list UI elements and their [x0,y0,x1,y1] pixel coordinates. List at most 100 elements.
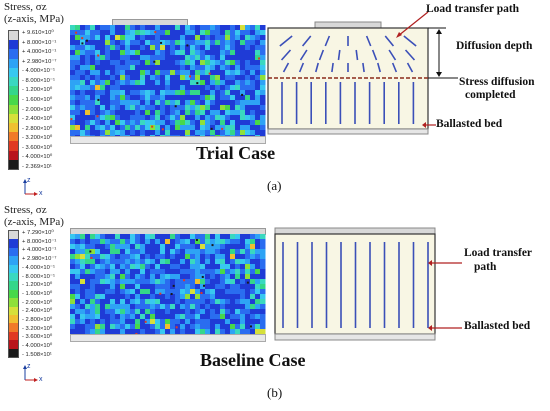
fem-cell [70,115,76,121]
fem-cell [205,85,211,91]
fem-cell [115,110,121,116]
fem-cell [190,130,196,136]
fem-cell [260,254,266,260]
fem-cell [210,244,216,250]
fem-cell [140,314,146,320]
fem-cell [145,279,151,285]
fem-cell [145,289,151,295]
fem-cell [235,329,241,335]
fem-cell [140,110,146,116]
fem-cell [130,100,136,106]
fem-cell [140,254,146,260]
fem-cell [125,95,131,101]
fem-cell [205,90,211,96]
case-title-trial: Trial Case [196,143,276,163]
fem-cell [225,30,231,36]
fem-cell [100,90,106,96]
fem-cell [260,120,266,126]
legend-label: - 1.600×10⁰ [22,290,53,297]
fem-cell [160,239,166,245]
fem-cell [130,279,136,285]
fem-cell [230,125,236,131]
fem-cell [110,289,116,295]
fem-cell [245,314,251,320]
fem-cell [180,244,186,250]
fem-spot [70,118,73,121]
fem-cell [80,274,86,280]
fem-cell [70,70,76,76]
fem-cell [150,95,156,101]
fem-cell [220,249,226,255]
fem-cell [75,80,81,86]
fem-cell [90,120,96,126]
fem-cell [135,45,141,51]
fem-cell [260,50,266,56]
fem-cell [150,35,156,41]
fem-cell [215,269,221,275]
fem-cell [235,105,241,111]
fem-cell [85,40,91,46]
fem-cell [75,279,81,285]
fem-cell [175,100,181,106]
fem-cell [175,105,181,111]
fem-cell [235,25,241,31]
fem-spot [188,75,191,78]
fem-cell [110,55,116,61]
fem-cell [135,299,141,305]
fem-cell [110,254,116,260]
fem-cell [165,324,171,330]
fem-cell [225,105,231,111]
fem-cell [200,299,206,305]
fem-cell [165,130,171,136]
fem-cell [170,30,176,36]
fem-cell [215,60,221,66]
fem-cell [175,264,181,270]
fem-cell [240,105,246,111]
fem-cell [105,60,111,66]
fem-cell [185,130,191,136]
fem-cell [185,40,191,46]
legend-label: + 7.290×10⁰ [22,230,54,236]
fem-cell [75,264,81,270]
schematic-trial [267,11,458,135]
fem-cell [135,55,141,61]
fem-cell [220,274,226,280]
fem-cell [175,75,181,81]
fem-cell [185,329,191,335]
fem-cell [85,80,91,86]
fem-cell [225,55,231,61]
fem-cell [125,110,131,116]
fem-cell [185,314,191,320]
fem-cell [85,264,91,270]
fem-cell [250,95,256,101]
fem-cell [195,329,201,335]
fem-cell [145,105,151,111]
fem-cell [220,60,226,66]
legend-title-baseline: Stress, σz (z-axis, MPa) [4,204,64,228]
fem-cell [240,65,246,71]
fem-cell [115,115,121,121]
fem-cell [165,115,171,121]
fem-cell [230,249,236,255]
fem-cell [150,294,156,300]
fem-cell [250,269,256,275]
fem-cell [100,55,106,61]
fem-cell [95,90,101,96]
fem-cell [140,25,146,31]
fem-cell [95,274,101,280]
fem-cell [160,289,166,295]
fem-cell [190,75,196,81]
fem-cell [135,259,141,265]
fem-cell [100,244,106,250]
fem-cell [75,289,81,295]
fem-cell [120,110,126,116]
fem-cell [190,269,196,275]
fem-cell [210,309,216,315]
fem-cell [105,264,111,270]
fem-cell [200,319,206,325]
fem-spot [210,127,213,130]
fem-cell [145,70,151,76]
fem-cell [75,234,81,240]
fem-cell [225,90,231,96]
fem-cell [120,289,126,295]
